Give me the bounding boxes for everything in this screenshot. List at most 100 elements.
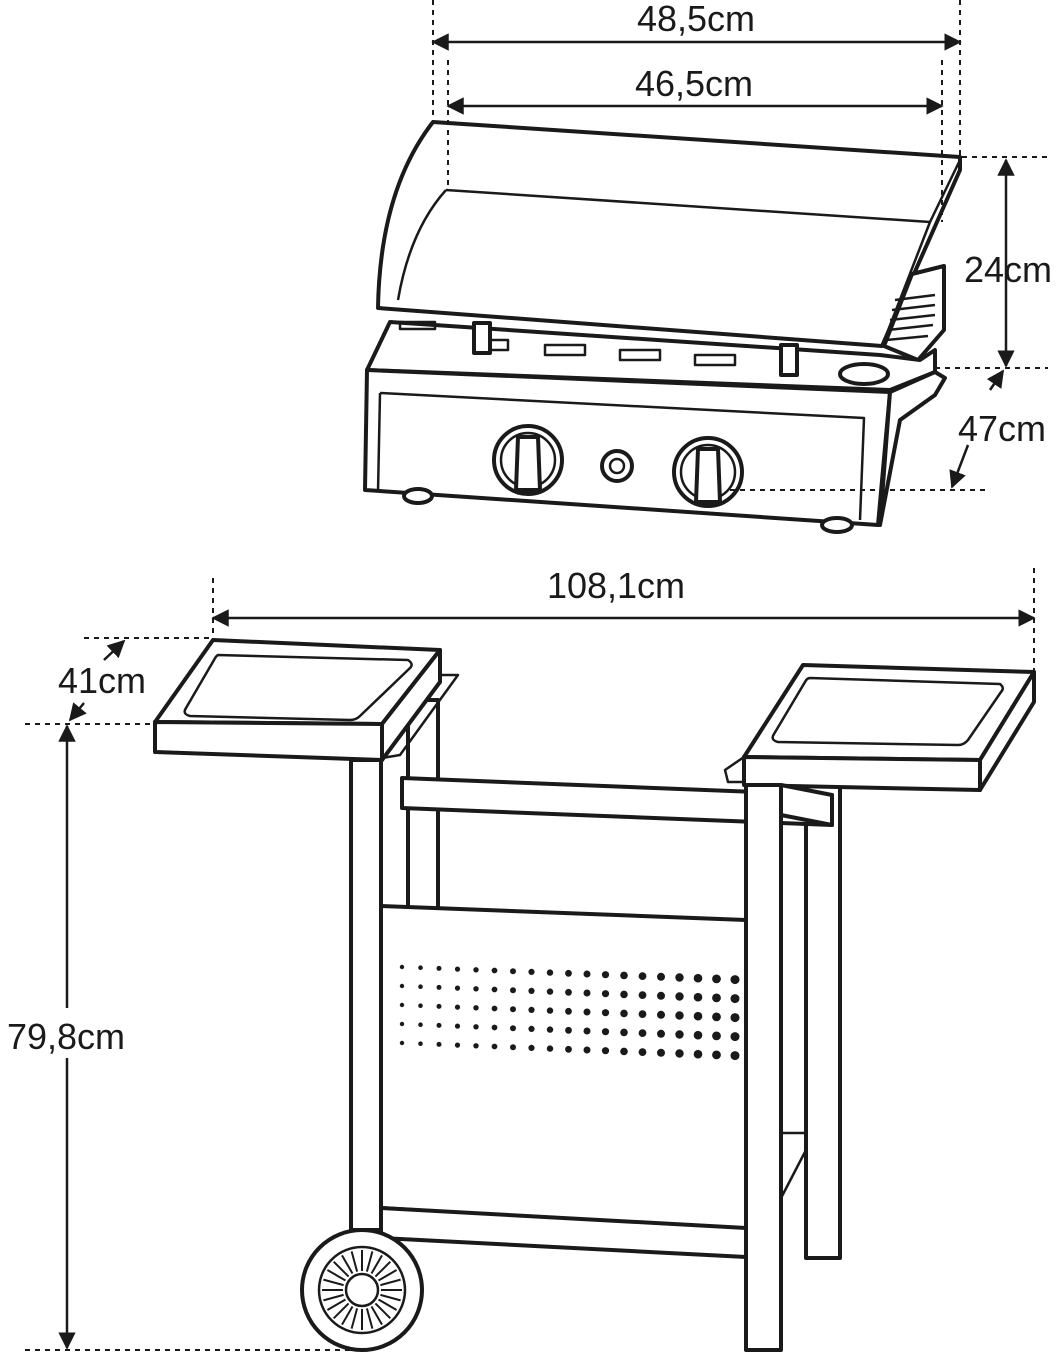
back-leg-right bbox=[804, 783, 842, 1260]
vent-hole bbox=[436, 1022, 442, 1028]
grill-front-panel bbox=[363, 368, 892, 527]
wheel-spoke bbox=[377, 1269, 398, 1282]
vent-hole bbox=[491, 967, 498, 974]
cart-dimensions: 108,1cm 41cm 79,8cm bbox=[7, 565, 1036, 1351]
vent-hole bbox=[712, 993, 721, 1003]
vent-hole bbox=[583, 1008, 591, 1016]
vent-hole bbox=[418, 984, 423, 989]
wheel-spoke bbox=[341, 1254, 354, 1275]
left-shelf-bracket bbox=[381, 673, 460, 760]
vent-hole bbox=[712, 1050, 721, 1060]
vent-hole bbox=[565, 1045, 572, 1053]
vent-hole bbox=[730, 975, 740, 985]
vent-hole bbox=[657, 972, 665, 981]
vent-hole bbox=[510, 1025, 516, 1032]
wheel-spoke bbox=[377, 1298, 398, 1311]
foot-right bbox=[820, 516, 854, 534]
label-shelf-depth: 41cm bbox=[58, 660, 146, 701]
label-depth: 47cm bbox=[958, 408, 1046, 449]
vent-hole bbox=[436, 1041, 442, 1047]
knob-icon bbox=[672, 436, 744, 508]
vent-hole bbox=[638, 1010, 647, 1018]
vent-hole bbox=[454, 1023, 461, 1029]
vent-hole bbox=[712, 1031, 721, 1041]
lid-post-right bbox=[779, 343, 799, 377]
right-shelf-bracket bbox=[723, 755, 745, 784]
front-leg-right bbox=[744, 783, 783, 1352]
vent-hole bbox=[601, 1047, 610, 1055]
vent-hole bbox=[693, 1011, 703, 1021]
cart-unit bbox=[153, 638, 1036, 1352]
vent-hole bbox=[491, 1024, 498, 1031]
vent-hole bbox=[675, 973, 684, 982]
grease-hole bbox=[838, 362, 890, 386]
vent-hole bbox=[601, 1009, 610, 1017]
vent-hole bbox=[601, 971, 610, 979]
vent-hole bbox=[418, 1003, 423, 1008]
vent-hole bbox=[546, 969, 554, 976]
vent-hole bbox=[583, 970, 591, 978]
vent-hole bbox=[528, 1025, 535, 1032]
label-outer-width: 48,5cm bbox=[637, 0, 755, 39]
vent-hole bbox=[638, 1048, 647, 1056]
vent-hole bbox=[693, 973, 703, 983]
vent-hole bbox=[473, 1024, 479, 1030]
wheel-spoke bbox=[365, 1251, 374, 1272]
grill-side-panel bbox=[878, 370, 947, 527]
dim-line-depth-top bbox=[986, 369, 1005, 391]
wheel-spoke bbox=[374, 1260, 392, 1278]
dim-line-shelf-depth-top bbox=[103, 639, 126, 661]
vent-hole bbox=[473, 986, 479, 992]
vent-hole bbox=[657, 1029, 665, 1038]
vent-hole bbox=[638, 972, 647, 980]
wheel-spoke bbox=[323, 1278, 344, 1287]
vent-hole bbox=[454, 1004, 461, 1010]
wheel-spoke bbox=[380, 1278, 401, 1287]
wheel-spoke bbox=[332, 1302, 350, 1320]
burner-slots bbox=[398, 320, 737, 367]
cart-lower-brace bbox=[778, 1131, 808, 1201]
wheel-icon bbox=[300, 1228, 424, 1352]
left-shelf-side bbox=[380, 648, 442, 762]
vent-hole bbox=[546, 988, 554, 995]
vent-hole bbox=[657, 1010, 665, 1019]
vent-hole bbox=[730, 1013, 740, 1023]
wheel-spoke bbox=[365, 1308, 374, 1329]
vent-hole bbox=[436, 984, 442, 990]
front-leg-left bbox=[349, 758, 383, 1232]
vent-hole bbox=[693, 1030, 703, 1040]
cart-front-panel bbox=[379, 904, 748, 1232]
vent-hole bbox=[473, 1005, 479, 1011]
grill-front-bevel bbox=[376, 391, 866, 521]
vent-hole bbox=[583, 1046, 591, 1054]
vent-hole bbox=[675, 992, 684, 1001]
vent-hole bbox=[399, 1040, 405, 1046]
igniter-button-icon bbox=[600, 449, 634, 483]
left-shelf-front bbox=[153, 720, 384, 762]
crossbar-end bbox=[779, 783, 834, 827]
right-shelf-side bbox=[978, 670, 1036, 792]
vent-hole bbox=[657, 991, 665, 1000]
vent-hole bbox=[675, 1049, 684, 1058]
vent-hole bbox=[620, 1047, 628, 1056]
dim-line-depth-bottom bbox=[949, 444, 970, 489]
vent-hole bbox=[528, 1044, 535, 1051]
vent-hole bbox=[583, 1027, 591, 1035]
label-lid-height: 24cm bbox=[964, 249, 1052, 290]
vent-hole bbox=[491, 986, 498, 993]
vent-hole bbox=[546, 1045, 554, 1052]
knob-icon bbox=[492, 424, 564, 496]
vent-hole bbox=[620, 971, 628, 980]
vent-hole bbox=[730, 1051, 740, 1061]
vent-hole bbox=[418, 1041, 423, 1046]
vent-hole bbox=[454, 966, 461, 972]
lid-inner-edge bbox=[396, 188, 931, 301]
vent-hole bbox=[620, 990, 628, 999]
vent-hole bbox=[454, 1042, 461, 1048]
plancha-unit bbox=[363, 120, 962, 534]
wheel-spoke bbox=[323, 1293, 344, 1302]
vent-hole bbox=[418, 1022, 423, 1027]
right-shelf-tray bbox=[771, 676, 1004, 747]
wheel-spoke bbox=[374, 1302, 392, 1320]
